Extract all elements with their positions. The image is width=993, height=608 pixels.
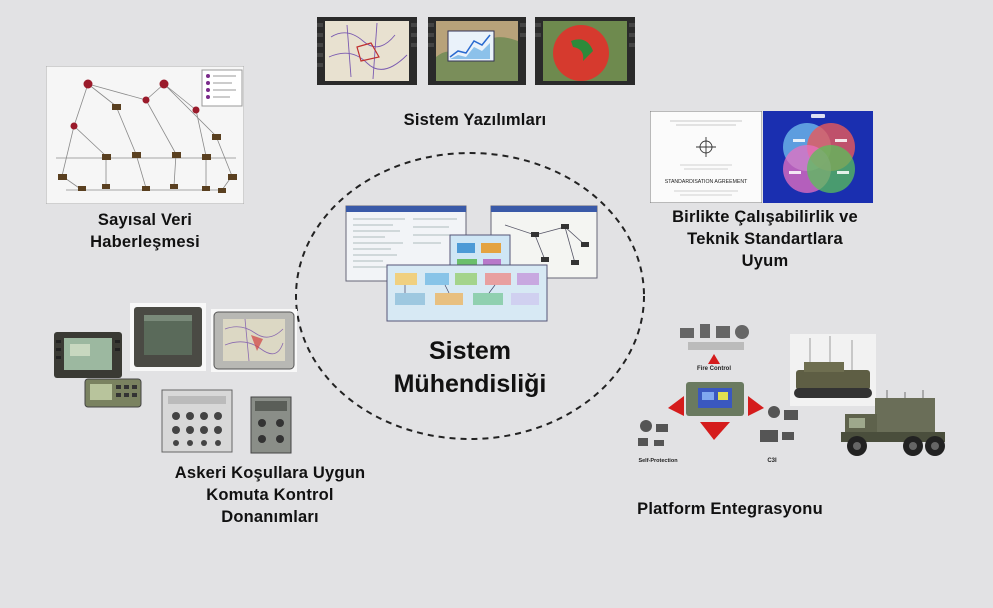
topic-label-line: Sayısal Veri [97, 211, 193, 229]
topic-label-line: Platform Entegrasyonu [637, 500, 823, 518]
topic-label-datalink: Sayısal Veri Haberleşmesi [40, 209, 250, 253]
topic-label-line: Donanımları [221, 508, 319, 526]
topic-label-interop: Birlikte Çalışabilirlik ve Teknik Standa… [635, 206, 895, 272]
self-protection-text: Self-Protection [638, 458, 678, 464]
topic-label-line: Komuta Kontrol [206, 486, 334, 504]
hardware-keypad-module [84, 377, 142, 409]
center-label-line: Mühendisliği [393, 370, 547, 398]
standardisation-agreement-text: STANDARDISATION AGREEMENT [665, 179, 748, 185]
software-screen-map [317, 17, 417, 85]
c3i-text: C3I [767, 458, 777, 464]
hardware-display-unit-1 [130, 303, 206, 371]
hardware-computer-unit [160, 388, 234, 454]
platform-integration-diagram: Fire Control Self-Protection C3I [628, 320, 804, 470]
datalink-network-diagram [46, 66, 244, 204]
topic-label-platform: Platform Entegrasyonu [590, 498, 870, 520]
hardware-power-unit [247, 395, 295, 455]
topic-label-line: Uyum [741, 252, 789, 270]
interoperability-venn-diagram [763, 111, 873, 203]
topic-label-line: Birlikte Çalışabilirlik ve [672, 208, 858, 226]
software-screen-terrain [428, 17, 526, 85]
topic-label-line: Askeri Koşullara Uygun [174, 464, 366, 482]
standardisation-agreement-document: STANDARDISATION AGREEMENT [650, 111, 762, 203]
hardware-display-unit-2 [211, 309, 297, 372]
hardware-rugged-tablet [52, 330, 124, 380]
topic-label-line: Teknik Standartlara [687, 230, 843, 248]
topic-label-hardware: Askeri Koşullara Uygun Komuta Kontrol Do… [125, 462, 415, 528]
platform-truck-vehicle-photo [835, 390, 953, 460]
center-label-line: Sistem [429, 337, 511, 365]
fire-control-text: Fire Control [697, 366, 731, 372]
center-label-system-engineering: Sistem Mühendisliği [345, 335, 595, 401]
topic-label-line: Haberleşmesi [90, 233, 200, 251]
topic-label-line: Sistem Yazılımları [403, 111, 547, 129]
platform-tracked-vehicle-photo [790, 334, 876, 406]
software-screen-radar [535, 17, 635, 85]
system-engineering-screenshots [345, 205, 600, 323]
topic-label-software: Sistem Yazılımları [330, 109, 620, 131]
